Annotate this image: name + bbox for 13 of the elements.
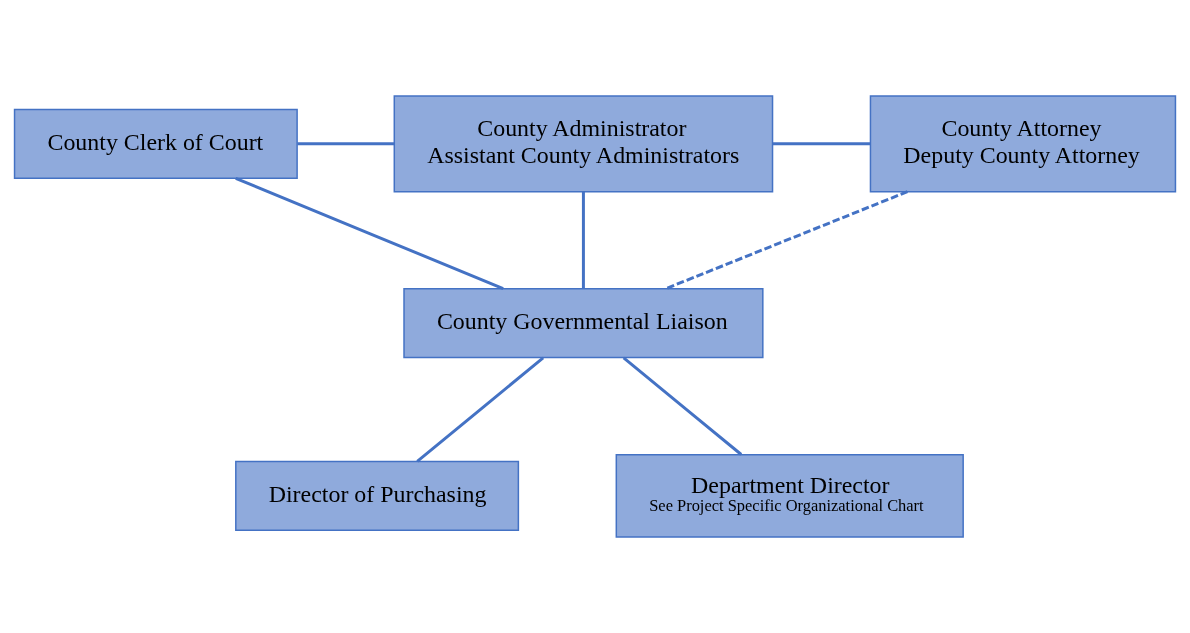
connector bbox=[416, 356, 545, 463]
node-box: Director of Purchasing bbox=[235, 460, 520, 532]
connector bbox=[772, 142, 871, 146]
connector bbox=[581, 191, 585, 289]
node-box: County Administrator Assistant County Administrators bbox=[393, 95, 774, 193]
connector bbox=[235, 176, 504, 290]
connector bbox=[664, 190, 909, 291]
node-box: County Governmental Liaison bbox=[403, 288, 764, 359]
node-box: County Attorney Deputy County Attorney bbox=[869, 95, 1177, 193]
connector bbox=[622, 356, 743, 456]
node-box: Department Director See Project Specific Organizational Chart bbox=[615, 454, 964, 538]
node-box: County Clerk of Court bbox=[13, 108, 298, 179]
connector bbox=[297, 142, 395, 146]
